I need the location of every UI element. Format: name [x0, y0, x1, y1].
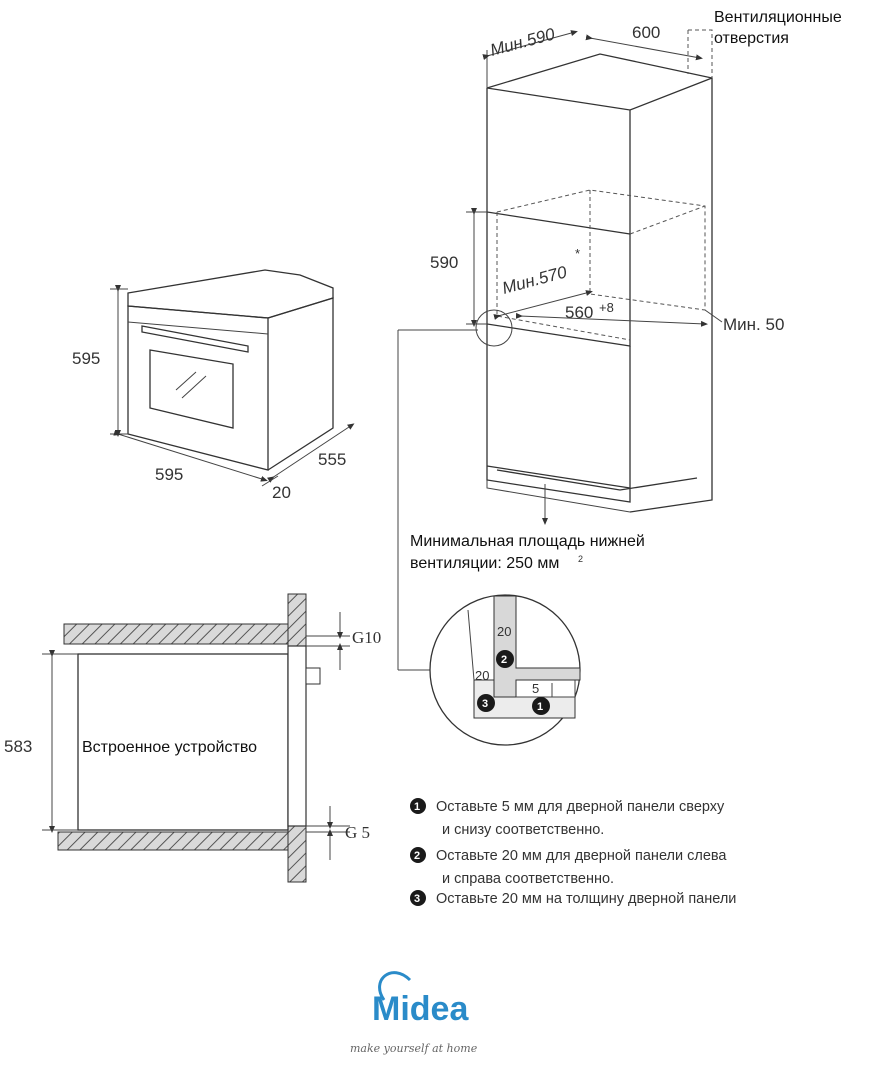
detail-20-left: 20 — [475, 668, 489, 683]
niche-depth-label: Мин.570 — [500, 262, 569, 298]
oven-drawing — [110, 269, 355, 487]
built-in-device-label: Встроенное устройство — [82, 739, 257, 756]
side-gap-label: Мин. 50 — [723, 315, 784, 334]
note-1-num: 1 — [414, 801, 420, 813]
midea-logo: Midea make yourself at home — [350, 971, 478, 1055]
gap-top-label: G10 — [352, 628, 381, 647]
badge-2-detail — [496, 650, 514, 668]
oven-door-label: 20 — [272, 483, 291, 502]
oven-window — [149, 349, 234, 429]
side-section-drawing — [42, 593, 350, 883]
badge-3-detail-text: 3 — [482, 698, 488, 710]
bottom-vent-label-2: вентиляции: 250 мм — [410, 555, 559, 572]
badge-2-detail-text: 2 — [501, 654, 507, 666]
oven-handle — [141, 325, 249, 353]
top-width-label: 600 — [632, 23, 660, 42]
note-3-num: 3 — [414, 893, 420, 905]
oven-depth-label: 555 — [318, 450, 346, 469]
brand-logo-text: Midea — [372, 990, 469, 1028]
detail-marker — [475, 309, 513, 347]
detail-5: 5 — [532, 681, 539, 696]
bottom-vent-label-1: Минимальная площадь нижней — [410, 533, 645, 550]
vent-label-1: Вентиляционные — [714, 9, 842, 26]
badge-1-detail — [532, 697, 550, 715]
note-3-line1: Оставьте 20 мм на толщину дверной панели — [436, 891, 736, 907]
oven-width-label: 595 — [155, 465, 183, 484]
note-2-badge — [410, 847, 426, 863]
note-1-line2: и снизу соответственно. — [442, 822, 604, 838]
niche-width-tolerance: +8 — [599, 300, 614, 315]
section-height-label: 583 — [4, 737, 32, 756]
niche-depth-mark: * — [575, 246, 580, 261]
cabinet-drawing — [397, 29, 723, 671]
detail-20-top: 20 — [497, 624, 511, 639]
bottom-vent-sup: 2 — [578, 554, 583, 564]
detail-view — [429, 594, 581, 746]
note-2-line1: Оставьте 20 мм для дверной панели слева — [436, 848, 727, 864]
vent-label-2: отверстия — [714, 30, 789, 47]
gap-bottom-label: G 5 — [345, 823, 370, 842]
note-1-line1: Оставьте 5 мм для дверной панели сверху — [436, 799, 725, 815]
brand-tagline: make yourself at home — [350, 1042, 478, 1055]
badge-1-detail-text: 1 — [537, 701, 543, 713]
niche-height-label: 590 — [430, 253, 458, 272]
note-2-num: 2 — [414, 850, 420, 862]
note-1-badge — [410, 798, 426, 814]
oven-height-label: 595 — [72, 349, 100, 368]
note-3-badge — [410, 890, 426, 906]
badge-3-detail — [477, 694, 495, 712]
top-depth-label: Мин.590 — [488, 24, 557, 60]
niche-width-label: 560 — [565, 303, 593, 322]
note-2-line2: и справа соответственно. — [442, 871, 614, 887]
